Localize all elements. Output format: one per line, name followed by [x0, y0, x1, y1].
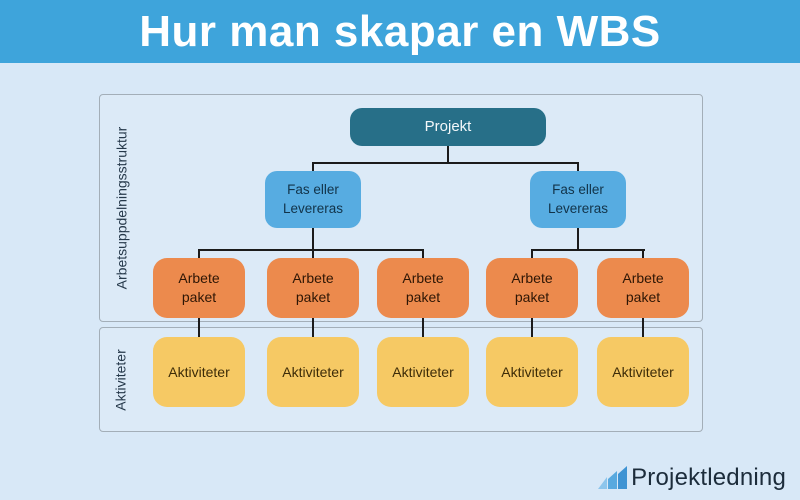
- connector-wp1-up: [198, 250, 200, 259]
- node-activity-1: Aktiviteter: [153, 337, 245, 407]
- connector-wp3-up: [422, 250, 424, 259]
- connector-phase1-up: [312, 163, 314, 172]
- brand-logo: Projektledning: [597, 464, 786, 492]
- node-phase-2: Fas eller Levereras: [530, 171, 626, 228]
- page-title: Hur man skapar en WBS: [139, 6, 661, 56]
- node-phase-1: Fas eller Levereras: [265, 171, 361, 228]
- connector-wp5-activity: [642, 318, 644, 338]
- connector-wp1-activity: [198, 318, 200, 338]
- connector-root-down: [447, 146, 449, 163]
- connector-level1-horizontal: [312, 162, 579, 164]
- connector-wp4-activity: [531, 318, 533, 338]
- connector-phase1-down: [312, 228, 314, 250]
- node-work-package-2: Arbete paket: [267, 258, 359, 318]
- wbs-structure-axis-label-text: Arbetsuppdelningsstruktur: [113, 126, 129, 290]
- node-work-package-1: Arbete paket: [153, 258, 245, 318]
- connector-wp2-activity: [312, 318, 314, 338]
- node-work-package-5: Arbete paket: [597, 258, 689, 318]
- activities-axis-label: Aktiviteter: [99, 327, 143, 432]
- activities-axis-label-text: Aktiviteter: [113, 348, 129, 411]
- connector-phase2-down: [577, 228, 579, 250]
- connector-wp2-up: [312, 250, 314, 259]
- connector-wp5-up: [642, 250, 644, 259]
- node-activity-5: Aktiviteter: [597, 337, 689, 407]
- header-banner: Hur man skapar en WBS: [0, 0, 800, 63]
- connector-phase2-up: [577, 163, 579, 172]
- node-activity-4: Aktiviteter: [486, 337, 578, 407]
- brand-name: Projektledning: [631, 464, 786, 491]
- connector-wp3-activity: [422, 318, 424, 338]
- bar-chart-icon: [597, 466, 628, 490]
- node-work-package-3: Arbete paket: [377, 258, 469, 318]
- node-project: Projekt: [350, 108, 546, 146]
- connector-wp4-up: [531, 250, 533, 259]
- node-activity-3: Aktiviteter: [377, 337, 469, 407]
- node-activity-2: Aktiviteter: [267, 337, 359, 407]
- connector-left-group-horizontal: [198, 249, 424, 251]
- node-work-package-4: Arbete paket: [486, 258, 578, 318]
- wbs-structure-axis-label: Arbetsuppdelningsstruktur: [99, 94, 143, 322]
- connector-right-group-horizontal: [531, 249, 645, 251]
